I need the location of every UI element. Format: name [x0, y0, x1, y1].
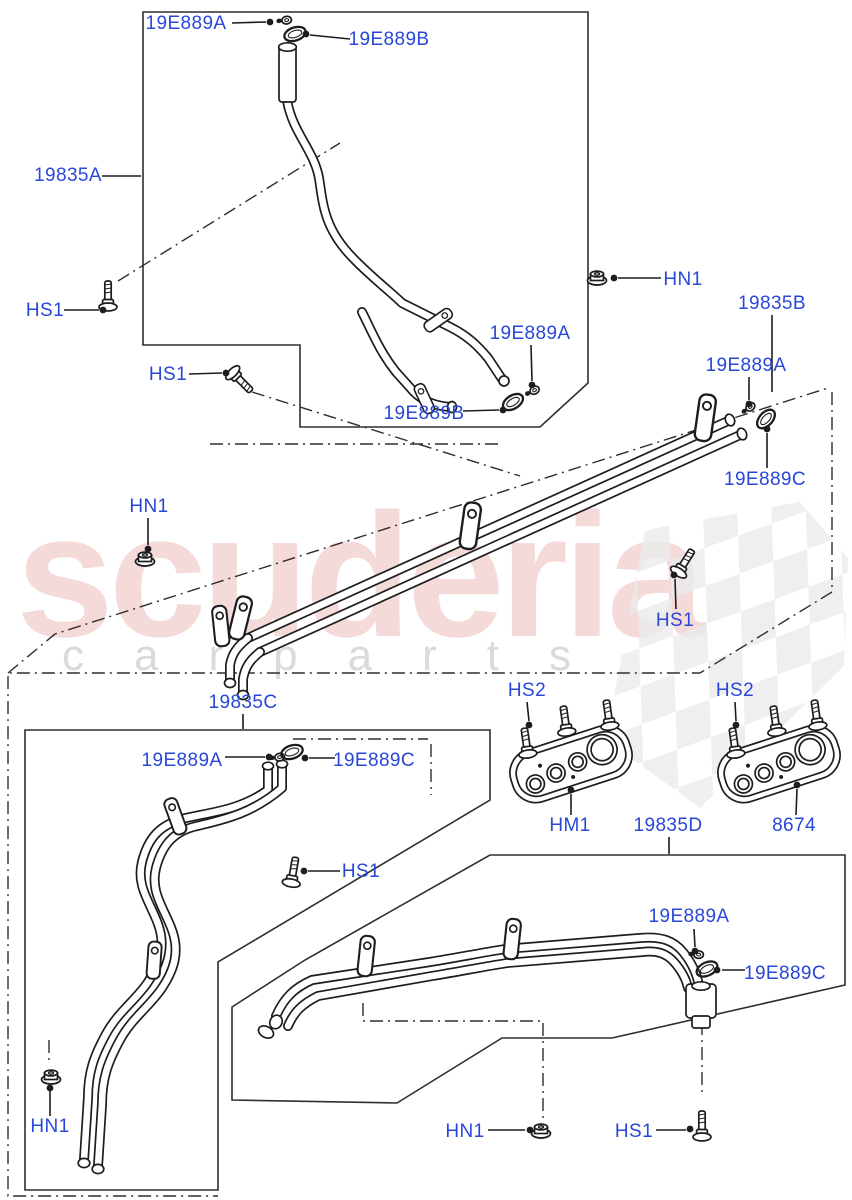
- watermark-subtext: carparts: [62, 631, 621, 680]
- group-boxes: [7, 11, 846, 1197]
- part-label-19e889a: 19E889A: [648, 906, 730, 927]
- mounting-plate-8674: [717, 724, 841, 804]
- part-label-hs1: HS1: [655, 610, 695, 631]
- part-label-19e889a: 19E889A: [145, 13, 227, 34]
- bracket-icon: [145, 940, 163, 981]
- nut-icon: [40, 1069, 62, 1085]
- mounting-plate-hm1: [509, 724, 633, 804]
- part-label-19e889a: 19E889A: [141, 750, 223, 771]
- pipe-assembly-19835d: [257, 932, 717, 1039]
- box-19835b-dashed: [7, 387, 833, 1197]
- part-label-19835d: 19835D: [633, 815, 703, 836]
- pipe-assembly-19835a: [277, 41, 510, 414]
- part-label-hs2: HS2: [507, 680, 547, 701]
- bracket-icon: [457, 500, 483, 552]
- part-label-hs1: HS1: [25, 300, 65, 321]
- part-label-hm1: HM1: [549, 815, 591, 836]
- bolt-icon: [804, 698, 829, 733]
- clip-icon: [275, 14, 293, 27]
- part-label-19e889c: 19E889C: [723, 469, 807, 490]
- part-label-19e889a: 19E889A: [705, 355, 787, 376]
- part-label-hs2: HS2: [715, 680, 755, 701]
- part-label-19e889b: 19E889B: [348, 29, 430, 50]
- nut-icon: [134, 551, 156, 567]
- projection-lines: [48, 142, 703, 1122]
- bolt-icon: [692, 1110, 712, 1142]
- box-19835d: [231, 854, 846, 1104]
- part-label-19835b: 19835B: [738, 293, 806, 314]
- pipe-assembly-19835b: [223, 413, 748, 701]
- nut-icon: [586, 270, 608, 286]
- bolt-icon: [553, 704, 578, 739]
- part-label-19835a: 19835A: [34, 165, 102, 186]
- bracket-icon: [692, 392, 718, 444]
- bolt-icon: [98, 280, 118, 312]
- box-19835a: [142, 11, 589, 428]
- watermark-brand-text: scuderia: [16, 478, 705, 674]
- part-label-19e889b: 19E889B: [383, 403, 465, 424]
- checkered-flag-watermark: [606, 502, 848, 808]
- part-label-hs1: HS1: [341, 861, 381, 882]
- part-label-hn1: HN1: [30, 1116, 70, 1137]
- part-label-19835c: 19835C: [208, 692, 278, 713]
- bracket-icon: [355, 934, 377, 978]
- bracket-icon: [210, 604, 232, 648]
- part-label-19e889c: 19E889C: [332, 750, 416, 771]
- part-label-hn1: HN1: [445, 1121, 485, 1142]
- part-label-19e889c: 19E889C: [743, 963, 827, 984]
- part-label-hs1: HS1: [614, 1121, 654, 1142]
- part-label-hn1: HN1: [129, 496, 169, 517]
- part-label-8674: 8674: [772, 815, 816, 836]
- part-label-hn1: HN1: [663, 269, 703, 290]
- bracket-icon: [501, 917, 523, 961]
- oring-icon: [278, 741, 306, 763]
- part-label-hs1: HS1: [148, 364, 188, 385]
- pipe-assembly-19835c: [77, 759, 289, 1175]
- leader-lines-layer: [46, 18, 801, 1134]
- bolt-icon: [514, 726, 539, 761]
- box-19835c: [24, 729, 491, 1191]
- part-label-19e889a: 19E889A: [489, 323, 571, 344]
- nut-icon: [530, 1123, 552, 1139]
